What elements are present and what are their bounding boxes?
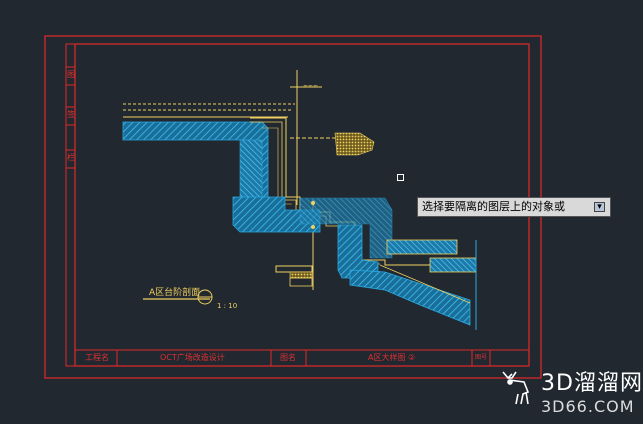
dotted-plant (334, 132, 375, 156)
side-tab-label-2: 签 (67, 110, 75, 119)
right-label: 图号 (475, 354, 488, 361)
command-tooltip[interactable]: 选择要隔离的图层上的对象或 ▾ (417, 197, 611, 217)
dim-mark-upper: ≈≈≈ (303, 83, 318, 90)
tread-lower (429, 257, 477, 273)
drawing-label: 图名 (280, 353, 296, 362)
drawing-value: A区大样图 ② (368, 353, 416, 362)
side-tab-label-1: 图 (67, 70, 75, 79)
deer-logo-icon (502, 371, 530, 405)
side-strip (65, 43, 76, 367)
project-label: 工程名 (85, 353, 109, 362)
tooltip-prompt: 选择要隔离的图层上的对象或 (422, 200, 565, 213)
ref-dot-2 (311, 225, 315, 229)
side-tab-box-1 (65, 66, 76, 86)
tooltip-options-button[interactable]: ▾ (594, 202, 605, 212)
section-title: A区台阶剖面 (149, 288, 201, 298)
detail-block-3 (289, 277, 313, 287)
slope-line (379, 264, 471, 304)
ref-dot-1 (311, 201, 315, 205)
foundation-step (337, 224, 379, 279)
slab-upper-2 (239, 139, 263, 201)
side-tab-label-3: 栏 (67, 153, 75, 162)
watermark-url: 3D66.COM (541, 397, 635, 416)
project-value: OCT广场改造设计 (160, 353, 225, 362)
section-scale: 1 : 10 (217, 302, 238, 310)
watermark-name: 3D溜溜网 (541, 371, 643, 396)
foundation-right (299, 197, 393, 259)
detail-block-1 (275, 265, 313, 273)
tread-upper (386, 239, 458, 255)
slope-base (349, 269, 471, 326)
detail-block-2 (289, 271, 313, 279)
side-tab-box-3 (65, 149, 76, 169)
side-tab-box-2 (65, 106, 76, 126)
pick-box-cursor (397, 174, 404, 181)
